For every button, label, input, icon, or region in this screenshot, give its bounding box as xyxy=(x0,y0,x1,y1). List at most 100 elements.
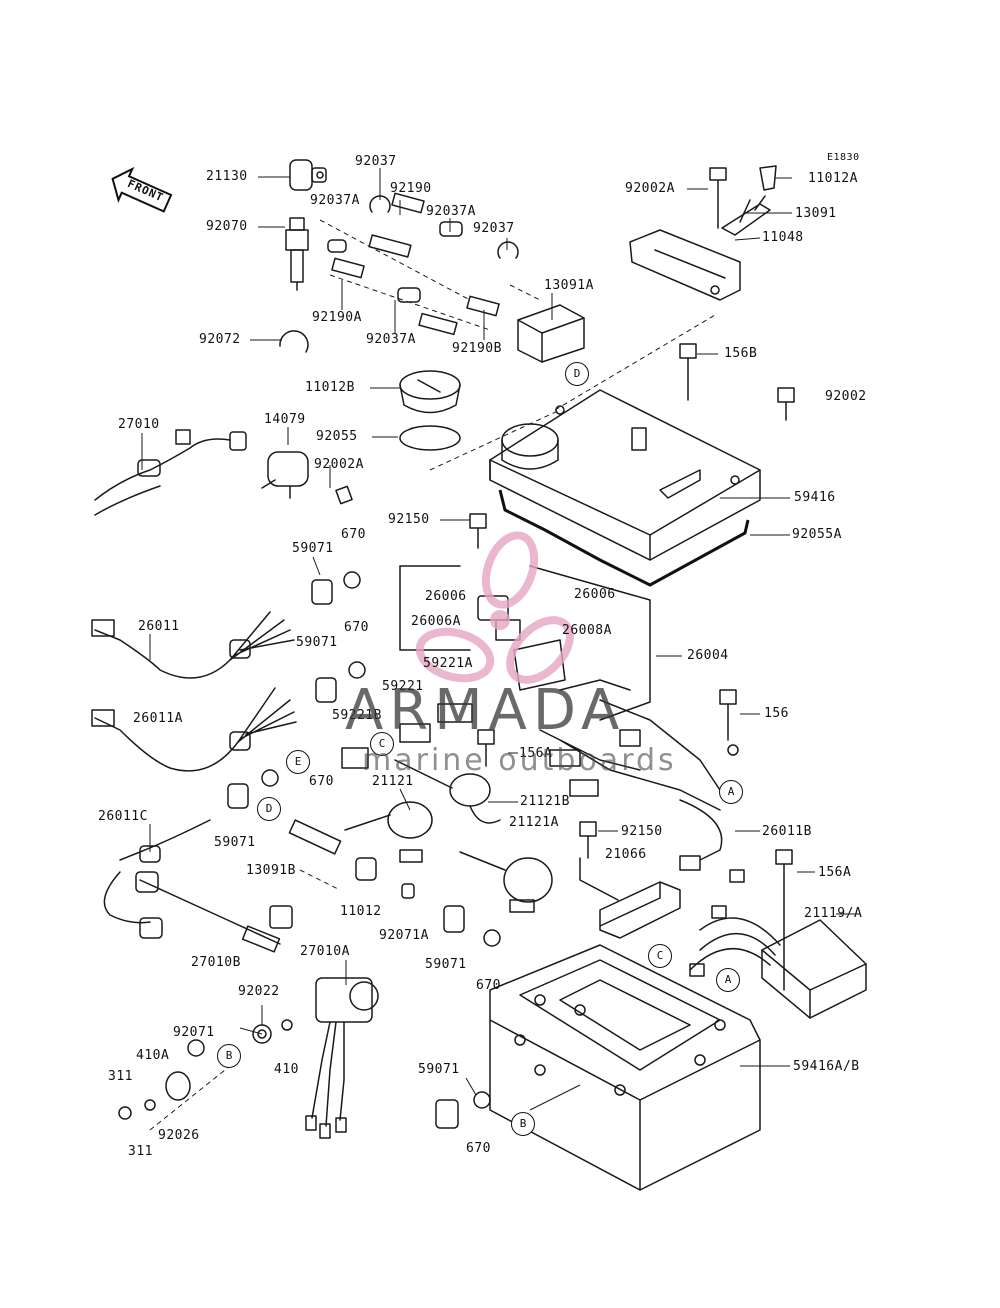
front-direction-arrow: FRONT xyxy=(102,159,178,223)
bracket-21066 xyxy=(579,857,619,901)
part-label-11048: 11048 xyxy=(762,230,804,245)
holder-13091A xyxy=(517,304,585,363)
part-label-92002A: 92002A xyxy=(625,181,675,196)
washers xyxy=(118,1019,293,1120)
bolt-92002A-top xyxy=(709,167,727,229)
callout-C: C xyxy=(648,944,672,968)
watermark-logo xyxy=(415,531,574,684)
callout-D: D xyxy=(565,362,589,386)
part-label-92055: 92055 xyxy=(316,429,358,444)
clamp-13091 xyxy=(721,195,771,236)
part-label-59071: 59071 xyxy=(296,635,338,650)
leader-lines xyxy=(141,168,855,1111)
part-label-92037A: 92037A xyxy=(426,204,476,219)
part-label-92037: 92037 xyxy=(355,154,397,169)
arrow-icon xyxy=(111,166,173,213)
coil-21121 xyxy=(344,801,433,863)
cap-11012 xyxy=(355,857,377,881)
part-label-27010: 27010 xyxy=(118,417,160,432)
bolt-92002 xyxy=(777,387,795,421)
part-label-11012A: 11012A xyxy=(808,171,858,186)
part-label-156B: 156B xyxy=(724,346,758,361)
nut-92071A xyxy=(401,883,415,899)
part-label-26006: 26006 xyxy=(425,589,467,604)
relay-27010A xyxy=(305,977,379,1139)
diagram-code: E1830 xyxy=(827,152,860,163)
callout-A: A xyxy=(716,968,740,992)
part-label-21121: 21121 xyxy=(372,774,414,789)
part-label-11012: 11012 xyxy=(340,904,382,919)
spark-plug-cap-21130 xyxy=(289,159,327,191)
part-label-26011C: 26011C xyxy=(98,809,148,824)
bolt-92002A-mid xyxy=(335,485,353,505)
part-label-670: 670 xyxy=(476,978,501,993)
part-label-59416AB: 59416A/B xyxy=(793,1059,860,1074)
block-13091B xyxy=(269,905,293,929)
switch-14079 xyxy=(261,451,309,499)
part-label-21119A: 21119/A xyxy=(804,906,863,921)
part-label-156A: 156A xyxy=(519,746,553,761)
part-label-92026: 92026 xyxy=(158,1128,200,1143)
part-label-156A: 156A xyxy=(818,865,852,880)
box-cover-59416 xyxy=(489,389,761,561)
part-label-59071: 59071 xyxy=(214,835,256,850)
part-label-21066: 21066 xyxy=(605,847,647,862)
part-label-21121A: 21121A xyxy=(509,815,559,830)
part-label-26011B: 26011B xyxy=(762,824,812,839)
part-label-92002: 92002 xyxy=(825,389,867,404)
part-label-92055A: 92055A xyxy=(792,527,842,542)
part-label-26006: 26006 xyxy=(574,587,616,602)
part-label-13091A: 13091A xyxy=(544,278,594,293)
part-label-92037A: 92037A xyxy=(310,193,360,208)
part-label-92037A: 92037A xyxy=(366,332,416,347)
bracket-11048 xyxy=(629,229,741,301)
part-label-26008A: 26008A xyxy=(562,623,612,638)
part-label-92190A: 92190A xyxy=(312,310,362,325)
part-label-26006A: 26006A xyxy=(411,614,461,629)
part-label-59221A: 59221A xyxy=(423,656,473,671)
part-label-92002A: 92002A xyxy=(314,457,364,472)
callout-A: A xyxy=(719,780,743,804)
coil-21121A xyxy=(459,851,553,913)
watermark-subtitle: marine outboards xyxy=(362,743,677,778)
callout-E: E xyxy=(286,750,310,774)
watermark-title: ARMADA xyxy=(345,678,626,743)
bolt-156A-mid xyxy=(477,729,495,767)
clips-and-hoses xyxy=(279,192,519,353)
part-label-59221: 59221 xyxy=(382,679,424,694)
callout-D: D xyxy=(257,797,281,821)
part-label-92070: 92070 xyxy=(206,219,248,234)
part-label-59416: 59416 xyxy=(794,490,836,505)
box-base-59416A xyxy=(489,944,761,1191)
part-label-27010A: 27010A xyxy=(300,944,350,959)
part-label-21130: 21130 xyxy=(206,169,248,184)
cap-11012A xyxy=(759,165,777,191)
hose-D xyxy=(288,819,342,855)
cable-27010B xyxy=(135,871,281,953)
part-label-670: 670 xyxy=(344,620,369,635)
part-label-410A: 410A xyxy=(136,1048,170,1063)
part-label-92190B: 92190B xyxy=(452,341,502,356)
bolt-92150-mid xyxy=(579,821,597,859)
part-label-26011A: 26011A xyxy=(133,711,183,726)
part-label-92071: 92071 xyxy=(173,1025,215,1040)
cable-26011B xyxy=(679,799,723,871)
bolt-92150-top xyxy=(469,513,487,549)
part-label-13091: 13091 xyxy=(795,206,837,221)
part-label-13091B: 13091B xyxy=(246,863,296,878)
part-label-311: 311 xyxy=(128,1144,153,1159)
part-label-59071: 59071 xyxy=(425,957,467,972)
cable-26011A xyxy=(91,687,297,772)
part-label-92190: 92190 xyxy=(390,181,432,196)
bolt-156B xyxy=(679,343,697,401)
gasket-92055A xyxy=(498,489,750,587)
part-label-26011: 26011 xyxy=(138,619,180,634)
part-label-92150: 92150 xyxy=(388,512,430,527)
part-label-92072: 92072 xyxy=(199,332,241,347)
coil-21121B xyxy=(394,759,501,824)
part-label-410: 410 xyxy=(274,1062,299,1077)
part-label-92022: 92022 xyxy=(238,984,280,999)
cable-26011 xyxy=(91,611,295,679)
